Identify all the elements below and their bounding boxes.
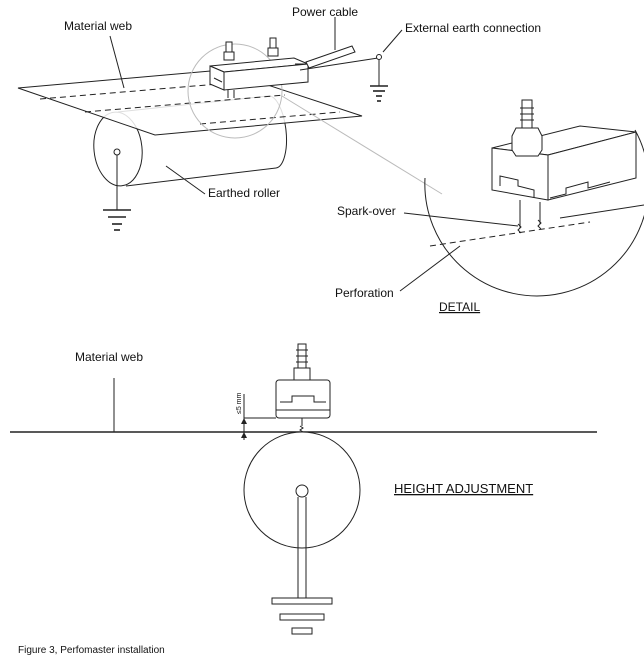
bottom-earth-symbol xyxy=(271,597,333,635)
material-web-sheet xyxy=(17,69,363,136)
earthed-roller-label: Earthed roller xyxy=(208,186,280,200)
height-adjustment-label: HEIGHT ADJUSTMENT xyxy=(394,481,533,496)
height-adjustment-view: ≤5 mm Material web HEIGHT ADJUSTMENT xyxy=(10,343,597,635)
material-web-label-bottom: Material web xyxy=(75,350,143,364)
detail-view: Spark-over Perforation DETAIL xyxy=(335,99,644,314)
gap-label: ≤5 mm xyxy=(236,392,243,414)
detail-circle-outline xyxy=(424,129,644,297)
perfomaster-device-iso xyxy=(209,37,309,98)
external-earth-iso xyxy=(299,29,403,102)
power-cable-iso xyxy=(295,17,356,69)
gap-dimension: ≤5 mm xyxy=(236,392,276,440)
spark-over-label: Spark-over xyxy=(337,204,396,218)
material-web-label-top: Material web xyxy=(64,19,132,33)
perfomaster-device-detail xyxy=(491,99,637,234)
perfomaster-device-side xyxy=(275,343,331,433)
isometric-view: Material web Power cable External earth … xyxy=(17,5,541,231)
external-earth-label: External earth connection xyxy=(405,21,541,35)
perforation-label: Perforation xyxy=(335,286,394,300)
detail-label: DETAIL xyxy=(439,300,480,314)
roller-earth-symbol xyxy=(103,209,131,231)
figure-caption: Figure 3, Perfomaster installation xyxy=(18,645,165,656)
power-cable-label: Power cable xyxy=(292,5,358,19)
detail-highlight-circle xyxy=(187,43,283,139)
